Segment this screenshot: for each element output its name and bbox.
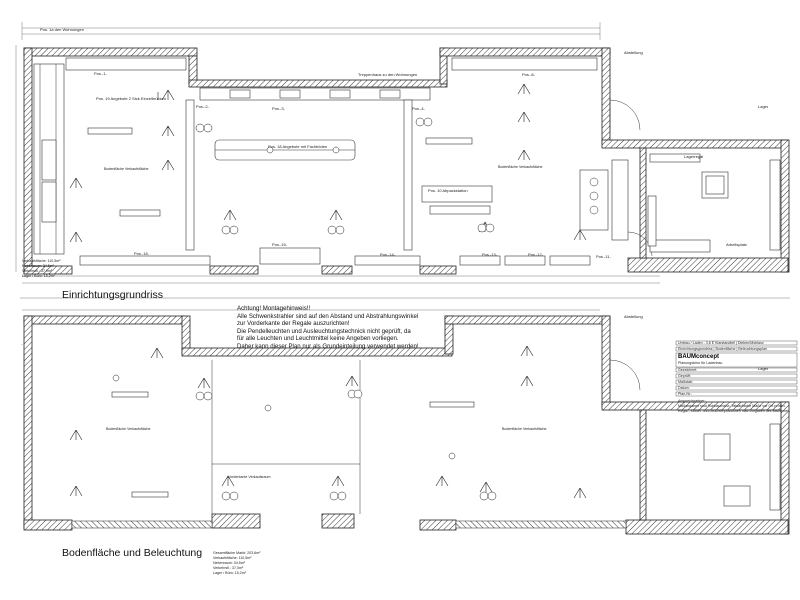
tb-project: Umbau / Laden - 3,6 E Klarstandteil | Di… <box>678 341 764 345</box>
label-bodenflaeche-1: Bodenfläche Verkaufsfläche <box>104 167 149 171</box>
montage-notice: Achtung! Montagehinweis!! Alle Schwenkst… <box>237 305 419 351</box>
stat-line: Verkehrsfl.: 37,0m² <box>213 565 244 570</box>
label-pos11: Pos.-11- <box>596 254 611 259</box>
stat-line: Gesamtfläche Markt: 203,6m² <box>213 551 261 555</box>
label-bodenflaeche-2: Bodenfläche Verkaufsfläche <box>498 165 543 169</box>
stat-line: Verkaufsfläche: 110,5m² <box>213 555 252 560</box>
label-lager: Lager <box>758 104 769 109</box>
label-abstellung-bottom: Abstellung <box>624 314 643 319</box>
tb-field: Plan-Nr.: <box>678 392 692 396</box>
tb-company: BAUMconcept <box>678 354 720 360</box>
label-bodenflaeche-4: Bodenfläche Verkaufsfläche <box>502 427 547 431</box>
title-einrichtungsgrundriss: Einrichtungsgrundriss <box>62 289 163 301</box>
label-pos19: Pos. 19 Angebote 2 Stck Einzelbrücken <box>96 96 166 101</box>
tb-field: Maßstab: <box>678 380 693 384</box>
tb-company-sub: Planungsbüro für Ladenbau <box>678 361 723 365</box>
label-pos2: Pos.-2- <box>196 104 210 109</box>
stat-line: Nebenraum: 34,5m² <box>213 560 245 565</box>
top-plan <box>15 22 790 284</box>
tb-subject: Einrichtungsgrundriss | Bodenfläche | Be… <box>678 347 767 351</box>
label-pos16: Pos.-16- <box>134 251 150 256</box>
label-pos15: Pos.-15- <box>272 242 288 247</box>
label-pos14: Pos.-14- <box>380 252 396 257</box>
notice-line: Daher kann dieser Plan nur als Grundeint… <box>237 342 419 350</box>
tb-field: Gezeichnet: <box>678 368 698 372</box>
spot-lights-top <box>69 83 587 243</box>
tb-field: Datum: <box>678 386 690 390</box>
tb-note: Ansprechpartner: <box>678 399 706 403</box>
tb-note: Maßangaben sind Rohbaumaße. Tatsächliche… <box>678 404 786 408</box>
notice-line: Die Pendelleuchten und Ausleuchtungstech… <box>237 327 411 335</box>
label-lagerregal: Lagerregal <box>684 154 703 159</box>
pendant-lights-top <box>195 117 495 235</box>
label-pos1: Pos.-1- <box>94 71 108 76</box>
label-arbeitsplatz: Arbeitsplatz <box>726 242 747 247</box>
stat-line: Lager / Büro: 15,2m² <box>213 570 246 575</box>
stat-line: Lager / Büro: 15,2m² <box>22 273 55 278</box>
stat-line: Verkehrsfl.: 37,0m² <box>22 268 53 273</box>
title-bodenflaeche: Bodenfläche und Beleuchtung <box>62 547 203 559</box>
label-pos18: Pos. 18 Angebote mit Fachböden <box>268 144 327 149</box>
label-pos13: Pos.-13- <box>482 252 498 257</box>
label-vorderkante: Vorderkante Verkaufsraum <box>228 475 271 479</box>
label-pos12: Pos.-12- <box>528 252 544 257</box>
label-pos3: Pos.-3- <box>272 106 286 111</box>
notice-line: Achtung! Montagehinweis!! <box>237 305 311 312</box>
label-pos4: Pos.-4- <box>412 106 426 111</box>
label-lager-bottom: Lager <box>758 366 769 371</box>
stat-line: Verkaufsfläche: 110,5m² <box>22 259 61 263</box>
label-bodenflaeche-3: Bodenfläche Verkaufsfläche <box>106 427 151 431</box>
title-block: Umbau / Laden - 3,6 E Klarstandteil | Di… <box>676 341 797 586</box>
area-stats-bottom: Gesamtfläche Markt: 203,6m² Verkaufsfläc… <box>213 551 260 576</box>
title-block-frame <box>675 340 798 397</box>
label-stair: Treppenhaus zu den Wohnungen <box>358 72 417 77</box>
area-stats-top: Verkaufsfläche: 110,5m² Nebenraum: 34,5m… <box>22 259 61 279</box>
label-pos10: Pos. 10 Abpackstation <box>428 188 468 193</box>
label-pos8: Pos.-8- <box>522 72 536 77</box>
notice-line: Alle Schwenkstrahler sind auf den Abstan… <box>237 312 419 320</box>
label-abstellung: Abstellung <box>624 50 643 55</box>
bottom-plan <box>21 309 790 535</box>
room-labels: Pos. 1a den Wohnungen Treppenhaus zu den… <box>40 27 769 479</box>
spot-lights-bottom <box>69 345 587 499</box>
notice-line: zur Vorderkante der Regale auszurichten! <box>237 320 350 328</box>
stat-line: Nebenraum: 34,5m² <box>22 263 54 268</box>
tb-note: Regal-, Möbel- und Leuchtenpositionen na… <box>678 409 791 413</box>
pendant-lights-bottom <box>112 374 497 501</box>
tb-field: Geprüft: <box>678 374 691 378</box>
notice-line: für alle Leuchten und Leuchtmittel keine… <box>237 335 399 343</box>
label-sidewall: Pos. 1a den Wohnungen <box>40 27 84 32</box>
